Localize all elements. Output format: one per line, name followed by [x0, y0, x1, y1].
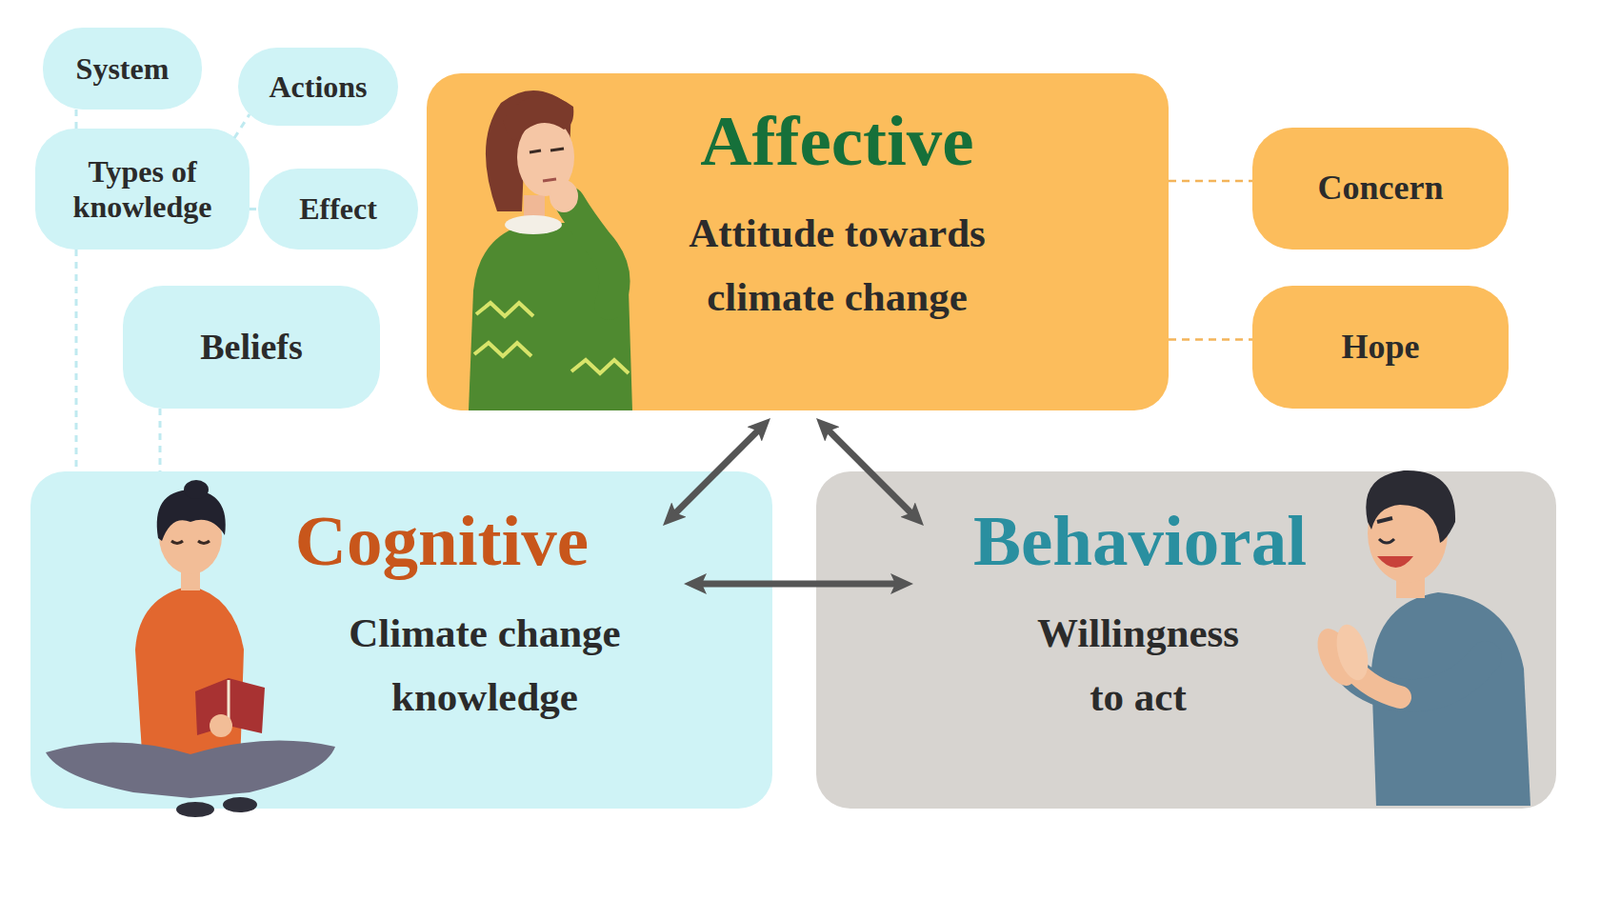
reading-man-part: [176, 801, 215, 818]
component-title: Behavioral: [920, 504, 1360, 577]
reading-man-part: [183, 480, 209, 500]
topic-pill: Hope: [1252, 285, 1509, 409]
thinking-woman-part: [523, 195, 545, 224]
component-description: Attitude towards climate change: [637, 200, 1038, 329]
component-box: AffectiveAttitude towards climate change: [426, 73, 1169, 411]
clapping-man-part: [1352, 668, 1400, 698]
dashed-link: [75, 249, 79, 472]
thinking-woman-part: [476, 302, 534, 317]
thinking-woman-part: [468, 222, 633, 411]
pill-label: System: [76, 51, 170, 87]
topic-pill: Effect: [258, 168, 419, 250]
reading-man-part: [180, 563, 200, 591]
dashed-link: [1168, 180, 1253, 183]
clapping-man-part: [1365, 470, 1456, 543]
double-arrow: [825, 427, 915, 517]
reading-man-part: [171, 540, 183, 544]
reading-man-part: [227, 680, 231, 726]
clapping-man: [1309, 470, 1531, 806]
pill-label: Beliefs: [200, 326, 303, 369]
double-arrow: [672, 427, 761, 517]
dashed-link: [75, 109, 79, 129]
topic-pill: Beliefs: [122, 285, 380, 409]
clapping-man-part: [1367, 483, 1448, 583]
dashed-link: [159, 408, 162, 472]
reading-man-part: [198, 540, 210, 544]
reading-man: [45, 480, 336, 818]
clapping-man-part: [1377, 556, 1414, 568]
double-arrow: [697, 580, 900, 588]
component-title: Cognitive: [241, 504, 642, 577]
pill-label: Types of knowledge: [46, 154, 239, 225]
component-box: BehavioralWillingness to act: [816, 471, 1557, 809]
reading-man-part: [195, 678, 265, 736]
clapping-man-part: [1371, 592, 1531, 806]
topic-pill: Concern: [1252, 127, 1509, 250]
dashed-link: [234, 114, 250, 139]
pill-label: Effect: [299, 191, 378, 227]
reading-man-part: [135, 585, 244, 767]
thinking-woman-part: [571, 360, 629, 374]
thinking-woman-part: [529, 150, 541, 153]
thinking-woman-part: [502, 95, 574, 140]
component-description: Willingness to act: [1023, 600, 1253, 729]
pill-label: Concern: [1318, 168, 1444, 208]
topic-pill: Types of knowledge: [35, 128, 250, 250]
clapping-man-part: [1379, 539, 1395, 543]
reading-man-part: [159, 498, 222, 575]
component-description: Climate change knowledge: [294, 600, 676, 729]
thinking-woman-part: [474, 342, 532, 357]
reading-man-part: [45, 740, 336, 799]
clapping-man-part: [1309, 622, 1365, 692]
component-box: CognitiveClimate change knowledge: [30, 471, 773, 809]
topic-pill: System: [42, 27, 202, 110]
reading-man-part: [222, 797, 258, 813]
component-title: Affective: [637, 104, 1038, 177]
thinking-woman-part: [485, 90, 572, 212]
thinking-woman-part: [550, 148, 564, 151]
thinking-woman-part: [517, 118, 575, 197]
dashed-link: [1168, 338, 1253, 341]
clapping-man-part: [1331, 620, 1375, 684]
thinking-woman-part: [504, 215, 562, 235]
thinking-woman-part: [569, 201, 615, 305]
thinking-woman: [468, 90, 633, 411]
thinking-woman-part: [542, 179, 557, 181]
thinking-woman-part: [549, 180, 579, 213]
dashed-link: [249, 207, 259, 211]
pill-label: Actions: [268, 69, 367, 105]
pill-label: Hope: [1340, 327, 1420, 367]
clapping-man-part: [1377, 518, 1393, 522]
topic-pill: Actions: [238, 47, 399, 126]
clapping-man-part: [1347, 657, 1486, 696]
reading-man-part: [209, 714, 233, 738]
clapping-man-part: [1396, 561, 1425, 599]
reading-man-part: [157, 489, 226, 541]
